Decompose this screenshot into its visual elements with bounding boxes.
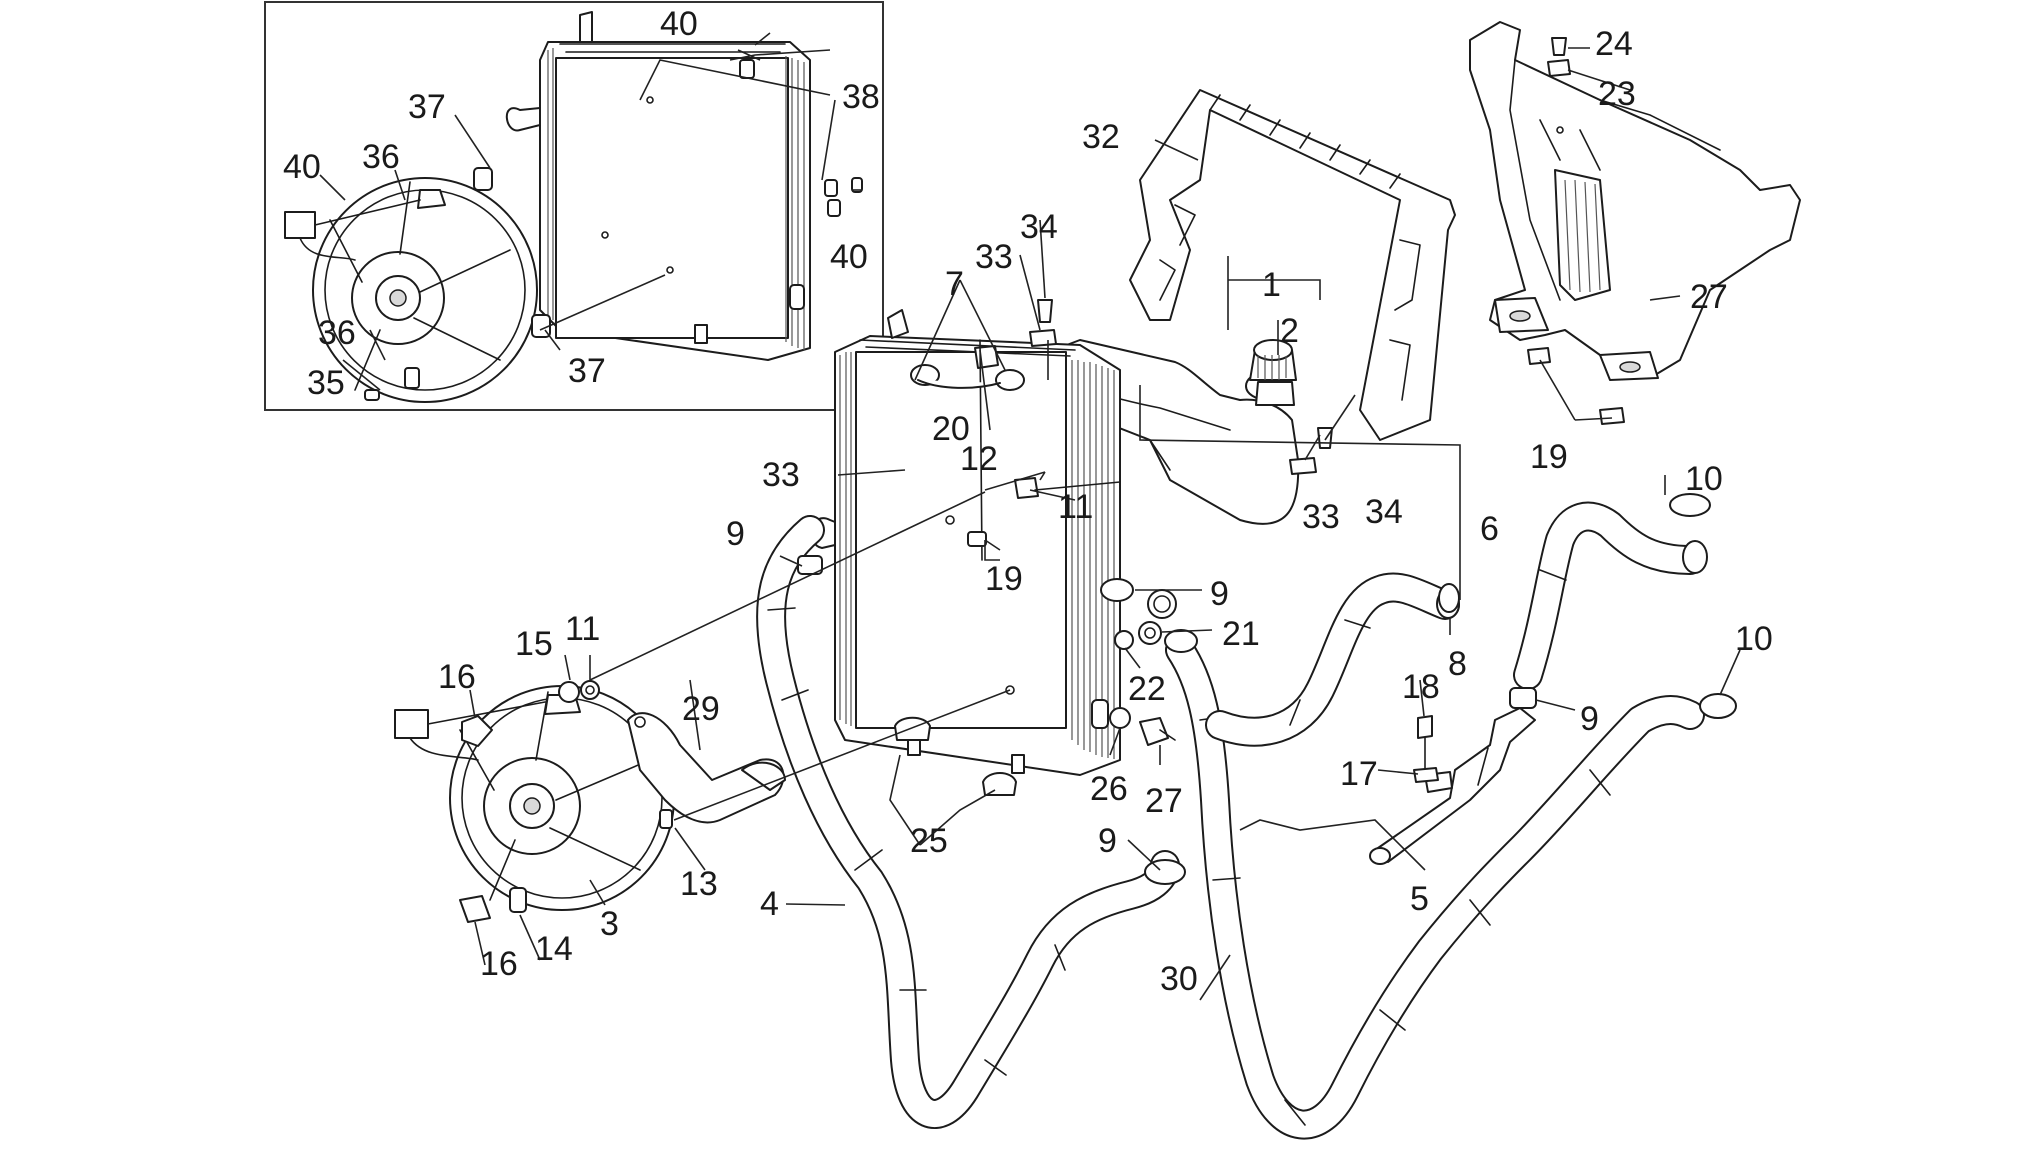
callout-11-top: 11 [1058, 488, 1093, 526]
callout-11-left: 11 [565, 610, 600, 648]
callout-1: 1 [1262, 266, 1281, 304]
hose-4 [756, 515, 1180, 1129]
callout-6: 6 [1480, 510, 1499, 548]
callout-36-bottom: 36 [318, 314, 356, 352]
callout-37-bottom: 37 [568, 352, 606, 390]
side-shroud-28 [1469, 21, 1801, 381]
callout-28: 27 [1690, 278, 1728, 316]
callout-25: 25 [910, 822, 948, 860]
callout-19-right: 19 [1530, 438, 1568, 476]
callout-4: 4 [760, 885, 779, 923]
main-small-parts [459, 339, 1121, 923]
callout-24: 24 [1595, 25, 1633, 63]
callout-5: 5 [1410, 880, 1429, 918]
callout-8: 8 [1448, 645, 1467, 683]
callout-10-bottom: 10 [1735, 620, 1773, 658]
inset-radiator [505, 11, 811, 361]
inset-frame [264, 1, 884, 411]
callout-16-top: 16 [438, 658, 476, 696]
callout-labels: 40 38 40 37 40 36 36 35 37 32 24 23 27 1… [283, 5, 1773, 998]
callout-34-left: 34 [1020, 208, 1058, 246]
bolt-17-18 [1413, 715, 1439, 783]
callout-9-mid: 9 [1210, 575, 1229, 613]
callout-9-left: 9 [726, 515, 745, 553]
callout-19-mid: 19 [985, 560, 1023, 598]
radiator-shroud-32 [1129, 89, 1456, 441]
leader-lines [319, 32, 1741, 1001]
callout-26: 26 [1090, 770, 1128, 808]
hose-clamps [797, 364, 1737, 885]
callout-37-top: 37 [408, 88, 446, 126]
callout-7: 7 [945, 265, 964, 303]
callout-23: 23 [1598, 75, 1636, 113]
tank-cap-2 [1255, 381, 1295, 406]
callout-18: 18 [1402, 668, 1440, 706]
callout-10-top: 10 [1685, 460, 1723, 498]
callout-34-right: 34 [1365, 493, 1403, 531]
callout-9-bottom: 9 [1098, 822, 1117, 860]
callout-36-top: 36 [362, 138, 400, 176]
callout-9-right: 9 [1580, 700, 1599, 738]
callout-17: 17 [1340, 755, 1378, 793]
callout-38: 38 [842, 78, 880, 116]
callout-20: 20 [932, 410, 970, 448]
callout-39-top: 40 [660, 5, 698, 43]
sensors-22-26-27 [1109, 589, 1177, 746]
callout-22: 22 [1128, 670, 1166, 708]
callout-2: 2 [1280, 312, 1299, 350]
fan-bracket-30 [627, 712, 786, 824]
callout-33-mid: 33 [762, 456, 800, 494]
callout-12: 12 [960, 440, 998, 478]
callout-30: 29 [682, 690, 720, 728]
callout-14: 14 [535, 930, 573, 968]
callout-33-right: 33 [1302, 498, 1340, 536]
callout-33-left: 33 [975, 238, 1013, 276]
pipe-5 [1369, 707, 1536, 865]
callout-29: 30 [1160, 960, 1198, 998]
hose-6 [1513, 501, 1708, 690]
callout-35: 35 [307, 364, 345, 402]
callout-3: 3 [600, 905, 619, 943]
callout-32: 32 [1082, 118, 1120, 156]
callout-16-bottom: 16 [480, 945, 518, 983]
callout-15: 15 [515, 625, 553, 663]
main-radiator [810, 309, 1121, 776]
callout-39-right: 40 [830, 238, 868, 276]
callout-27: 27 [1145, 782, 1183, 820]
callout-40: 40 [283, 148, 321, 186]
inset-fan [284, 177, 538, 403]
callout-13: 13 [680, 865, 718, 903]
callout-21: 21 [1222, 615, 1260, 653]
